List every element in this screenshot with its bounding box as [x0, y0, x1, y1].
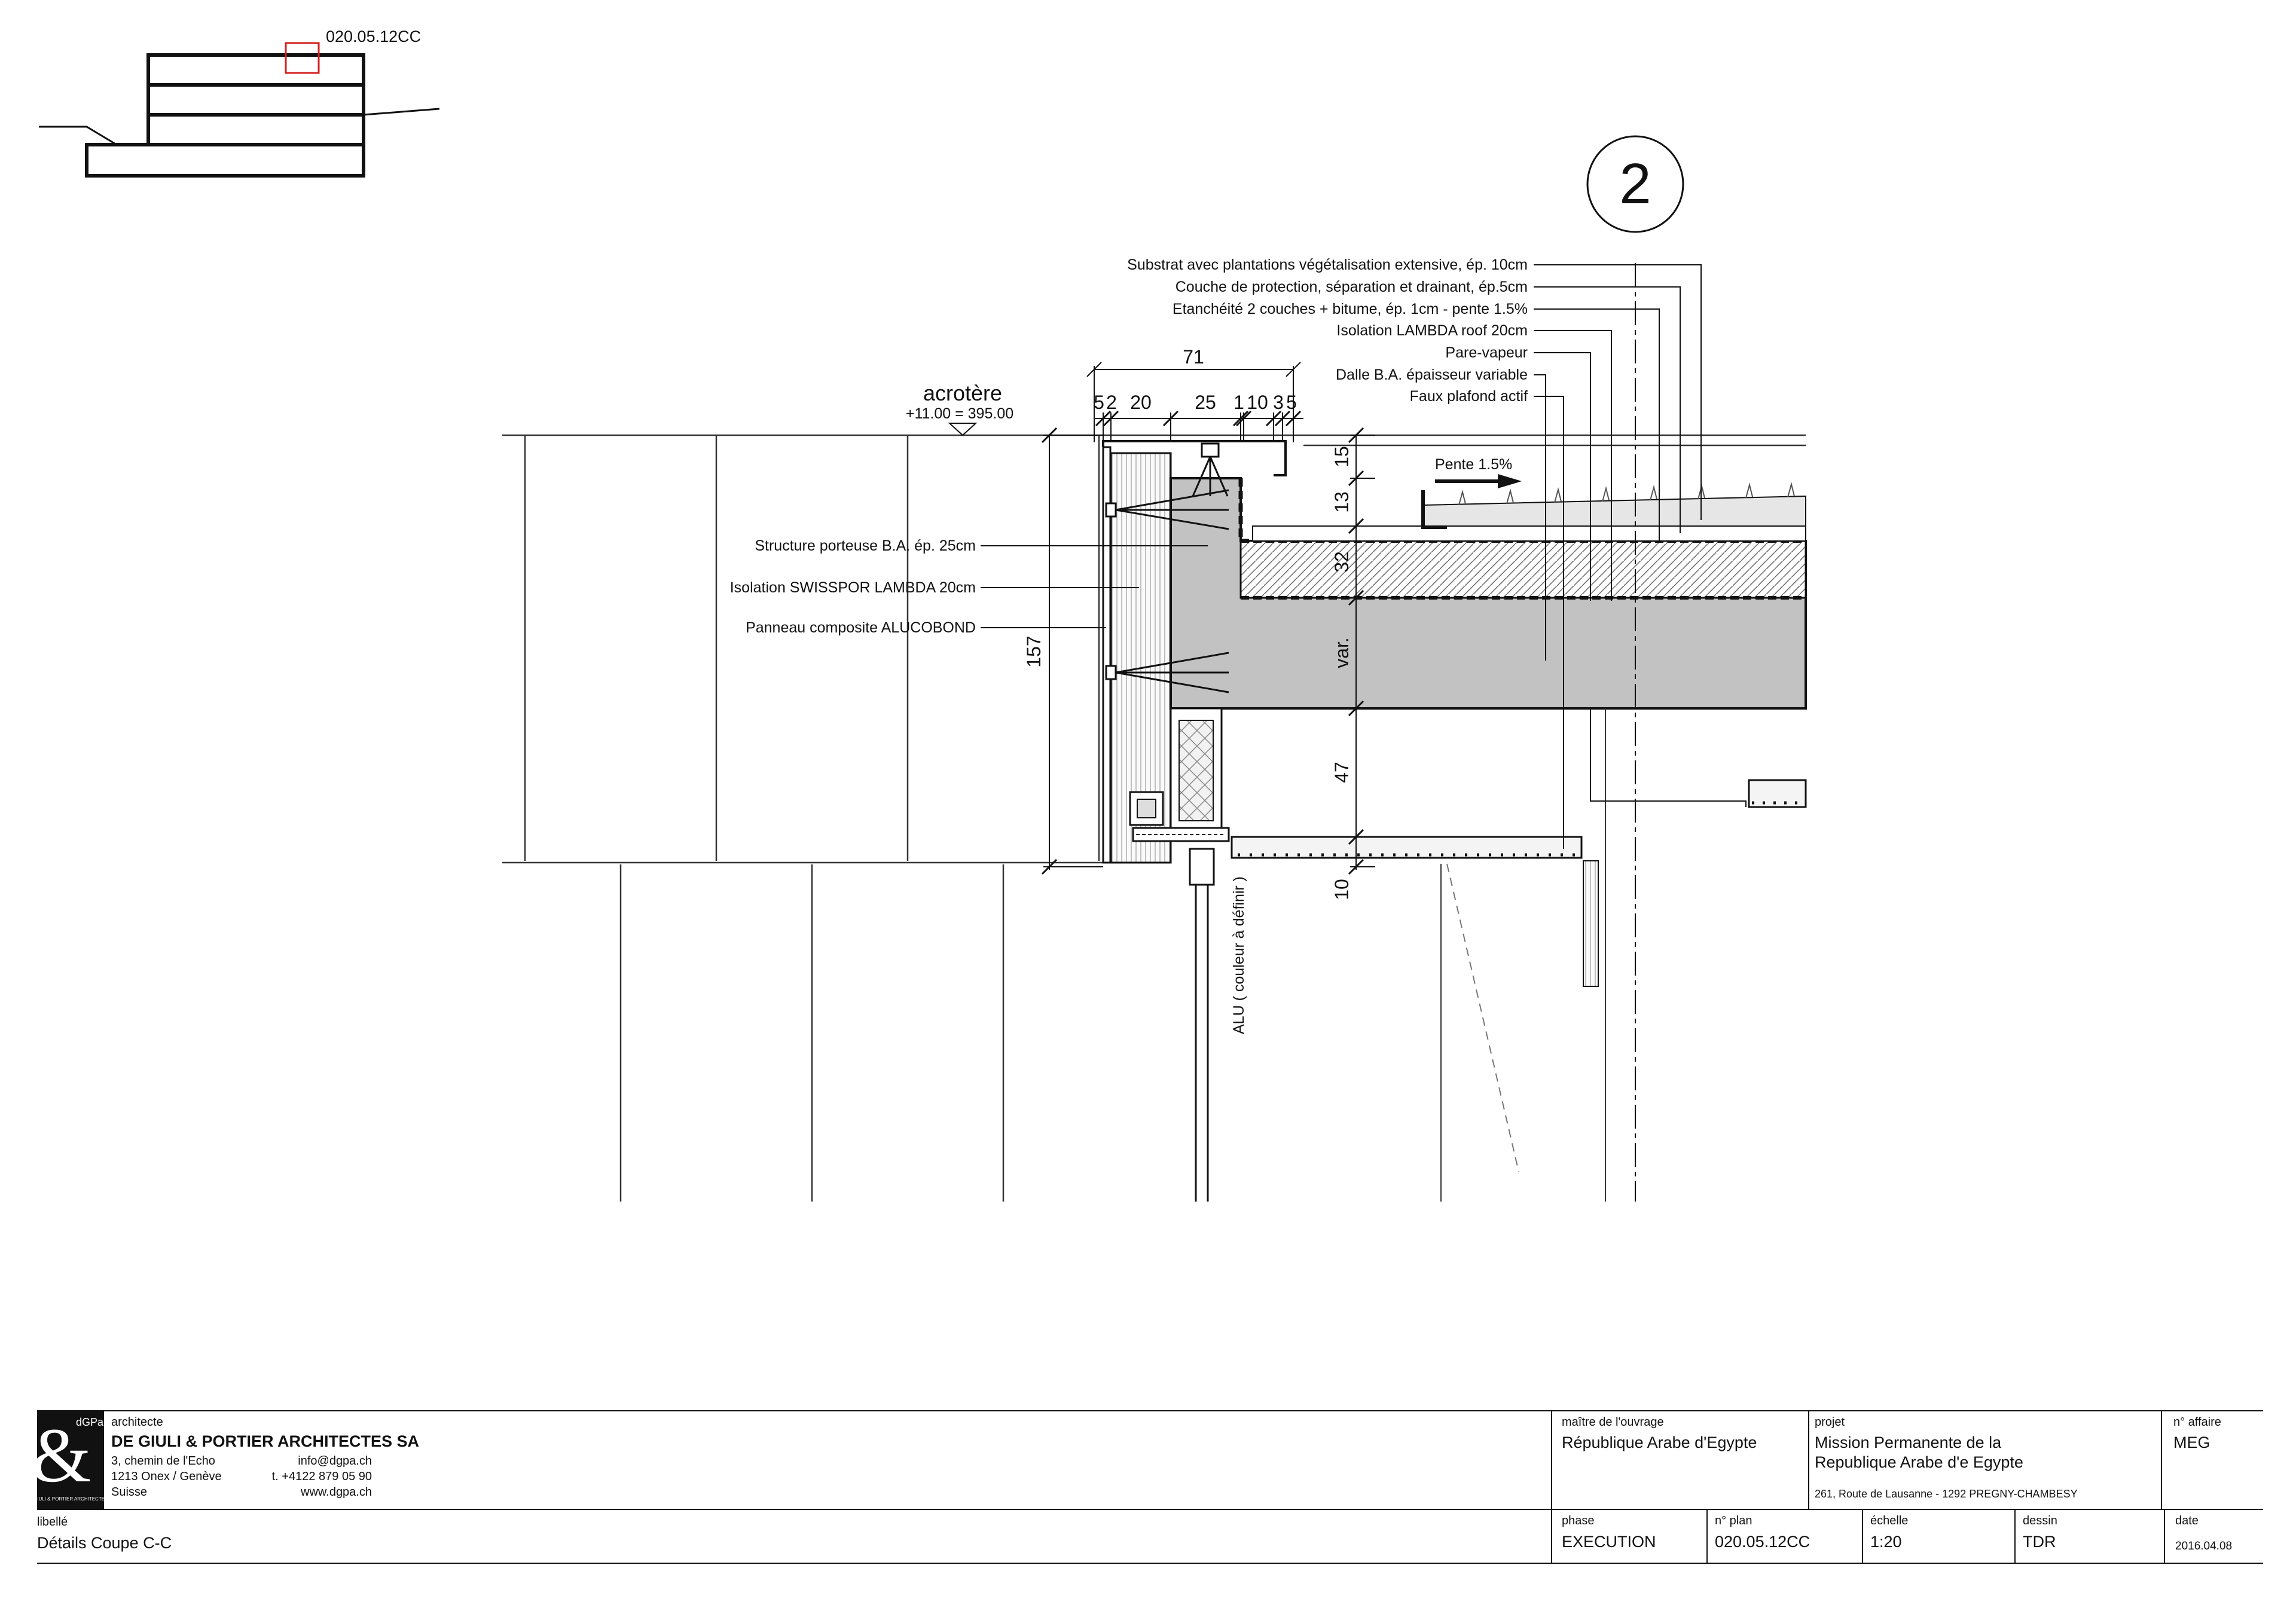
libelle-value: Détails Coupe C-C — [37, 1534, 172, 1552]
dimension-left — [1041, 427, 1103, 875]
projet-line-1: Mission Permanente de la — [1815, 1434, 2002, 1451]
roof-layer-1: Substrat avec plantations végétalisation… — [1127, 256, 1528, 273]
date-value: 2016.04.08 — [2175, 1540, 2232, 1552]
echelle-value: 1:20 — [1870, 1533, 1902, 1551]
roof-layer-3: Etanchéité 2 couches + bitume, ép. 1cm -… — [1173, 301, 1528, 317]
wall-layer-3: Panneau composite ALUCOBOND — [746, 619, 976, 636]
logo-ampersand: & — [30, 1413, 91, 1499]
architecte-name: DE GIULI & PORTIER ARCHITECTES SA — [111, 1432, 419, 1450]
dimension-top — [1086, 362, 1303, 442]
architecte-caption: architecte — [111, 1416, 163, 1429]
wall-layer-labels: Structure porteuse B.A. ép. 25cm Isolati… — [730, 537, 976, 636]
architecte-web: www.dgpa.ch — [300, 1486, 372, 1499]
roof-layer-7: Faux plafond actif — [1410, 388, 1528, 405]
libelle-caption: libellé — [37, 1515, 68, 1529]
plan-caption: n° plan — [1715, 1514, 1752, 1527]
dim-right-2: 13 — [1331, 491, 1352, 513]
dim-top-part-7: 3 — [1273, 392, 1284, 413]
dim-top-total: 71 — [1183, 346, 1204, 368]
acrotere-label: acrotère — [923, 381, 1002, 405]
architecte-address-2: 1213 Onex / Genève — [111, 1470, 222, 1483]
date-caption: date — [2175, 1514, 2199, 1527]
pente-label: Pente 1.5% — [1435, 456, 1512, 473]
dim-top-part-2: 2 — [1106, 392, 1117, 413]
logo-subtext: DE GIULI & PORTIER ARCHITECTES SA — [26, 1496, 116, 1502]
title-block: & dGPa DE GIULI & PORTIER ARCHITECTES SA… — [26, 1410, 2263, 1564]
phase-value: EXECUTION — [1562, 1533, 1656, 1551]
wall-layer-2: Isolation SWISSPOR LAMBDA 20cm — [730, 579, 976, 596]
maitre-caption: maître de l'ouvrage — [1562, 1416, 1664, 1429]
dimension-top-ticks — [1095, 410, 1302, 427]
dim-left-total: 157 — [1023, 635, 1045, 667]
roof-layer-6: Dalle B.A. épaisseur variable — [1336, 366, 1528, 383]
roof-layer-5: Pare-vapeur — [1445, 344, 1528, 361]
key-plan-marker — [285, 42, 320, 74]
pente-indicator: Pente 1.5% — [1435, 456, 1522, 488]
projet-caption: projet — [1815, 1416, 1845, 1429]
acrotere-marker: acrotère +11.00 = 395.00 — [906, 381, 1013, 436]
key-plan: 020.05.12CC — [39, 27, 440, 178]
roof-layer-leaders — [1534, 264, 1702, 849]
alu-note: ALU ( couleur à définir ) — [1231, 876, 1247, 1034]
dim-right-4: var. — [1331, 637, 1352, 668]
facade-panels — [502, 434, 1806, 1202]
dim-right-6: 10 — [1331, 879, 1352, 900]
wall-layer-1: Structure porteuse B.A. ép. 25cm — [755, 537, 976, 554]
architecte-address-3: Suisse — [111, 1486, 147, 1499]
wall-layer-leaders — [981, 545, 1208, 628]
dim-top-part-5: 1 — [1234, 392, 1244, 413]
company-logo: & dGPa DE GIULI & PORTIER ARCHITECTES SA — [26, 1411, 116, 1509]
dimension-right-labels: 15 13 32 var. 47 10 — [1331, 446, 1352, 900]
wall-anchors — [1105, 442, 1229, 693]
architecte-phone: t. +4122 879 05 90 — [272, 1470, 372, 1483]
echelle-caption: échelle — [1870, 1514, 1908, 1527]
affaire-caption: n° affaire — [2173, 1416, 2221, 1429]
plan-value: 020.05.12CC — [1715, 1533, 1810, 1551]
projet-address: 261, Route de Lausanne - 1292 PREGNY-CHA… — [1815, 1488, 2078, 1500]
dim-right-3: 32 — [1331, 551, 1352, 573]
logo-dgpa: dGPa — [76, 1416, 104, 1428]
dim-top-part-8: 5 — [1286, 392, 1297, 413]
roof-insulation — [1239, 540, 1807, 599]
acrotere-elevation: +11.00 = 395.00 — [906, 405, 1013, 422]
affaire-value: MEG — [2173, 1434, 2210, 1451]
roof-layer-labels: Substrat avec plantations végétalisation… — [1127, 256, 1528, 405]
dim-right-5: 47 — [1331, 762, 1352, 783]
callout-number: 2 — [1619, 152, 1651, 216]
dim-top-part-6: 10 — [1247, 392, 1268, 413]
architecte-email: info@dgpa.ch — [298, 1454, 372, 1468]
dim-top-part-1: 5 — [1094, 392, 1104, 413]
dim-right-1: 15 — [1331, 446, 1352, 467]
dimension-right-ticks — [1348, 427, 1364, 875]
dimension-top-labels: 71 5 2 20 25 1 10 3 5 — [1094, 346, 1297, 413]
projet-line-2: Republique Arabe d'e Egypte — [1815, 1453, 2023, 1471]
maitre-value: République Arabe d'Egypte — [1562, 1434, 1757, 1451]
green-roof-substrate — [1422, 495, 1806, 527]
dim-top-part-3: 20 — [1130, 392, 1152, 413]
phase-caption: phase — [1562, 1514, 1595, 1527]
architecte-address-1: 3, chemin de l'Echo — [111, 1454, 215, 1468]
dessin-caption: dessin — [2023, 1514, 2057, 1527]
dimension-right — [1350, 435, 1375, 870]
wall-assembly — [1102, 263, 1807, 1202]
roof-layer-4: Isolation LAMBDA roof 20cm — [1336, 322, 1528, 339]
section-callout: 2 — [1586, 135, 1684, 233]
dessin-value: TDR — [2023, 1533, 2056, 1551]
roof-layer-2: Couche de protection, séparation et drai… — [1176, 279, 1528, 295]
key-plan-ref: 020.05.12CC — [326, 27, 421, 45]
dim-top-part-4: 25 — [1195, 392, 1216, 413]
